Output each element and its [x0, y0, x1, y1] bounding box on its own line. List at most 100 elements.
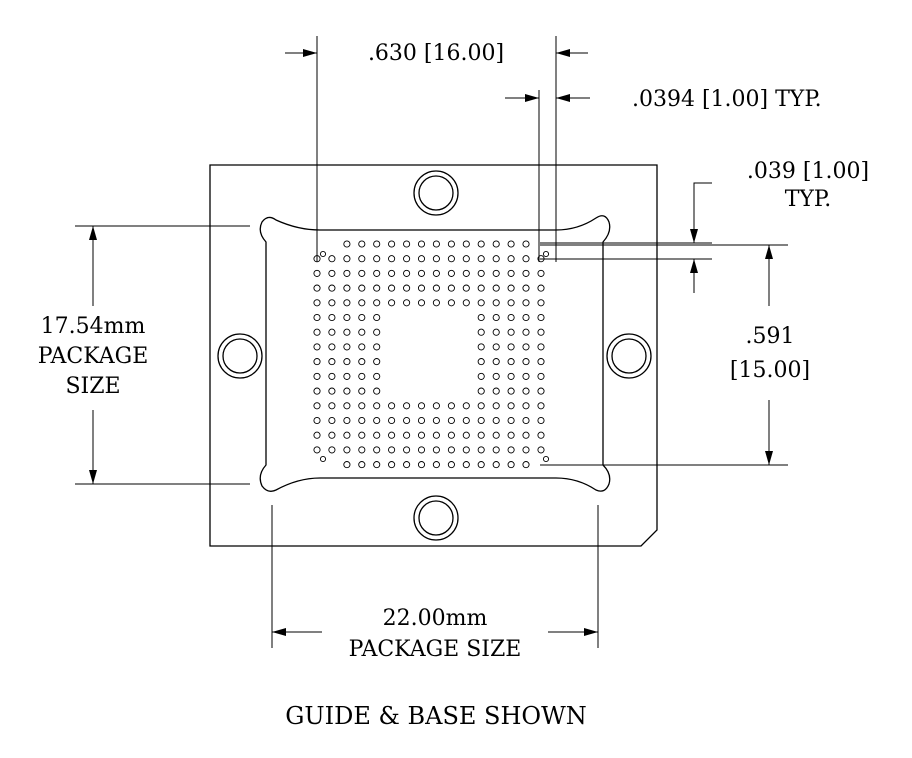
ball-pad — [388, 240, 396, 248]
ball-pad — [507, 299, 515, 307]
ball-pad — [373, 372, 381, 380]
ball-pad — [328, 358, 336, 366]
ball-pad — [507, 255, 515, 263]
package-height-line2: PACKAGE — [38, 344, 149, 369]
ball-pad — [417, 416, 426, 425]
ball-pad — [328, 402, 336, 410]
ball-pad — [522, 269, 530, 277]
ball-pad — [328, 284, 336, 292]
ball-pad — [403, 269, 411, 277]
ball-pad — [403, 240, 411, 248]
vertical-span-dimension-line1: .591 — [746, 324, 795, 349]
ball-pad — [343, 387, 351, 395]
ball-pad — [343, 461, 351, 469]
vertical-span-dimension: .591 [15.00] — [540, 244, 810, 466]
ball-pad — [358, 416, 366, 425]
ball-pad — [328, 446, 336, 454]
package-height-dimension: 17.54mm PACKAGE SIZE — [38, 225, 250, 485]
ball-pad — [403, 284, 411, 292]
ball-pad — [507, 358, 515, 366]
guide-outline — [259, 215, 611, 492]
ball-pad — [492, 446, 500, 454]
ball-pad — [417, 255, 426, 263]
ball-pad — [522, 372, 530, 380]
ball-pad — [522, 446, 530, 454]
ball-pad — [373, 240, 381, 248]
ball-pad — [477, 255, 485, 263]
ball-pad — [373, 328, 381, 336]
ball-pad — [417, 284, 426, 292]
ball-pad — [507, 328, 515, 336]
corner-marker-bottom-left — [319, 455, 327, 463]
guide-hole-left — [217, 333, 263, 379]
ball-pad — [462, 461, 470, 469]
ball-pad — [432, 402, 440, 410]
vertical-span-dimension-line2: [15.00] — [730, 358, 810, 383]
ball-pad — [537, 269, 545, 277]
ball-pad — [522, 313, 530, 322]
ball-pad — [313, 446, 321, 454]
ball-pad — [403, 461, 411, 469]
ball-pad — [358, 255, 366, 263]
ball-pad — [522, 461, 530, 469]
ball-pad — [313, 269, 321, 277]
ball-pad — [358, 284, 366, 292]
ball-pad — [507, 284, 515, 292]
ball-pad — [537, 328, 545, 336]
ball-pad — [328, 255, 336, 263]
ball-pad — [358, 269, 366, 277]
ball-pad — [388, 416, 396, 425]
ball-pad — [358, 446, 366, 454]
ball-pad — [537, 446, 545, 454]
ball-pad — [358, 299, 366, 307]
ball-pad — [522, 343, 530, 351]
ball-pad — [373, 431, 381, 439]
ball-pad — [492, 313, 500, 322]
ball-pad — [343, 313, 351, 322]
pitch-dimension: .630 [16.00] — [285, 36, 588, 262]
package-height-line3: SIZE — [65, 374, 120, 399]
ball-pad — [492, 461, 500, 469]
ball-pad — [537, 431, 545, 439]
ball-pad — [537, 402, 545, 410]
ball-pad — [388, 269, 396, 277]
ball-pad — [492, 255, 500, 263]
ball-pad — [373, 402, 381, 410]
base-plate-outline — [209, 164, 658, 547]
ball-pad — [447, 299, 455, 307]
ball-pad — [358, 461, 366, 469]
ball-pad — [537, 343, 545, 351]
ball-pad — [313, 431, 321, 439]
ball-pad — [343, 446, 351, 454]
ball-pad — [313, 358, 321, 366]
ball-pad — [462, 284, 470, 292]
ball-pad — [492, 269, 500, 277]
row-pitch-dimension-line1: .039 [1.00] — [747, 159, 869, 184]
ball-pad — [417, 461, 426, 469]
ball-pad — [492, 240, 500, 248]
ball-pad — [313, 343, 321, 351]
ball-pad — [358, 313, 366, 322]
ball-pad — [313, 299, 321, 307]
ball-pad — [328, 387, 336, 395]
ball-pad — [343, 431, 351, 439]
ball-pad — [373, 416, 381, 425]
ball-pad — [477, 328, 485, 336]
ball-pad — [522, 328, 530, 336]
ball-pad — [343, 372, 351, 380]
pin-spacing-dimension: .0394 [1.00] TYP. — [505, 87, 822, 262]
ball-pad — [343, 269, 351, 277]
ball-pad — [537, 387, 545, 395]
ball-pad — [328, 269, 336, 277]
ball-pad — [492, 416, 500, 425]
package-height-line1: 17.54mm — [41, 314, 146, 339]
ball-pad — [328, 431, 336, 439]
ball-pad — [432, 240, 440, 248]
ball-pad — [328, 343, 336, 351]
ball-pad — [477, 358, 485, 366]
ball-pad — [462, 402, 470, 410]
ball-pad — [373, 387, 381, 395]
ball-pad — [388, 446, 396, 454]
ball-pad — [477, 343, 485, 351]
ball-pad — [507, 402, 515, 410]
